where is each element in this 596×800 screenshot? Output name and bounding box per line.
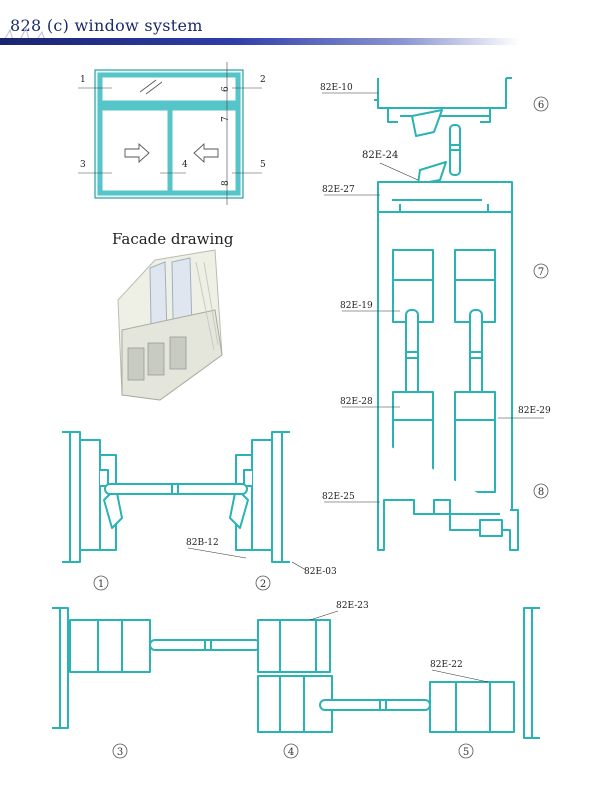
left-arrow-icon xyxy=(193,142,219,164)
sections-3-4-5 xyxy=(52,607,540,739)
section-number-8: 8 xyxy=(538,487,544,498)
section-number-2: 2 xyxy=(260,579,266,590)
callout-8: 8 xyxy=(221,180,231,186)
label-82e28: 82E-28 xyxy=(340,397,373,407)
vertical-sections xyxy=(374,77,519,551)
profile-82e23-shape xyxy=(257,619,331,673)
page-header: 828 (c) window system xyxy=(0,0,596,46)
label-82e22: 82E-22 xyxy=(430,660,463,670)
callout-1: 1 xyxy=(80,75,86,85)
section-marker-3 xyxy=(112,743,128,759)
profile-labels: 82E-10 82E-24 82E-27 82E-19 82E-28 82E-2… xyxy=(186,83,551,683)
header-gradient-bar xyxy=(0,38,520,45)
callout-6: 6 xyxy=(221,86,231,92)
right-arrow-icon xyxy=(124,142,150,164)
label-82e24: 82E-24 xyxy=(362,150,398,161)
section-number-6: 6 xyxy=(538,100,544,111)
profile-82e10-shape xyxy=(374,77,512,123)
section-marker-2 xyxy=(255,575,271,591)
section-number-circles xyxy=(93,96,549,759)
label-82e27: 82E-27 xyxy=(322,185,355,195)
mullion-right-shape xyxy=(523,607,540,739)
section-number-4: 4 xyxy=(288,747,294,758)
section-marker-4 xyxy=(283,743,299,759)
section-marker-5 xyxy=(458,743,474,759)
jamb-left-shape xyxy=(62,431,117,563)
callout-5: 5 xyxy=(260,160,266,170)
facade-3d-render xyxy=(117,249,223,401)
section-number-5: 5 xyxy=(463,747,469,758)
label-82e23: 82E-23 xyxy=(336,601,369,611)
jamb-right-shape xyxy=(235,431,290,563)
section-marker-7 xyxy=(533,263,549,279)
page-title: 828 (c) window system xyxy=(10,16,203,35)
facade-drawing-title: Facade drawing xyxy=(112,230,234,248)
label-82e29: 82E-29 xyxy=(518,406,551,416)
window-elevation: 1 2 3 4 5 6 7 8 xyxy=(78,62,266,205)
section-number-1: 1 xyxy=(98,579,104,590)
profile-82e22-shape xyxy=(429,681,515,733)
section-marker-6 xyxy=(533,96,549,112)
section-number-3: 3 xyxy=(117,747,123,758)
section-marker-8 xyxy=(533,483,549,499)
mullion-left-shape xyxy=(52,607,69,729)
label-82b12: 82B-12 xyxy=(186,538,219,548)
profile-82e29-shape xyxy=(454,391,496,493)
section-marker-1 xyxy=(93,575,109,591)
label-82e10: 82E-10 xyxy=(320,83,353,93)
callout-7: 7 xyxy=(221,116,231,122)
callout-4: 4 xyxy=(182,160,188,170)
label-82e19: 82E-19 xyxy=(340,301,373,311)
sections-1-2 xyxy=(62,431,290,563)
section-number-7: 7 xyxy=(538,267,544,278)
callout-2: 2 xyxy=(260,75,266,85)
profile-82e24-shape xyxy=(411,109,447,185)
label-82e03: 82E-03 xyxy=(304,567,337,577)
profile-82e27-shape xyxy=(377,181,513,213)
label-82e25: 82E-25 xyxy=(322,492,355,502)
callout-3: 3 xyxy=(80,160,86,170)
